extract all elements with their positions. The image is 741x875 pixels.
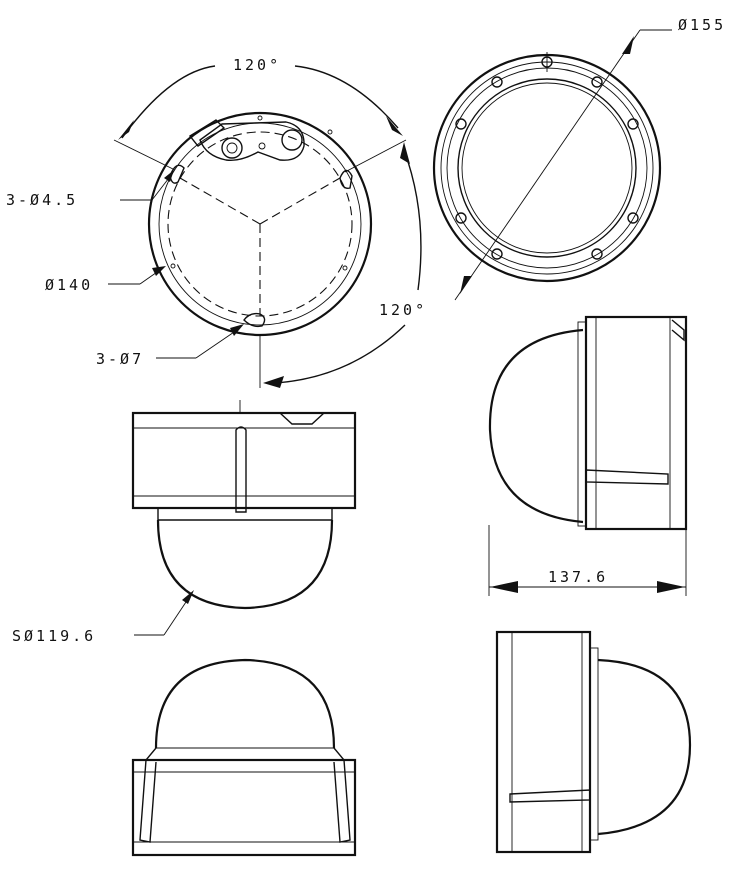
keyhole-slot-bottom [243, 312, 266, 328]
rear-elevation-view [131, 658, 357, 857]
side-housing [584, 315, 688, 531]
rear-dome [154, 658, 336, 749]
outer-dia-arrow-bottom [460, 276, 472, 294]
bracket-arm [235, 426, 247, 513]
angle-right-label: 120° [379, 301, 427, 319]
small-hole-2 [342, 265, 348, 271]
angle-arc-right-upper [403, 149, 422, 291]
depth-label: 137.6 [548, 568, 608, 586]
housing-body [131, 411, 357, 510]
side2-collar [589, 647, 599, 841]
dome-bottom-view: Ø155 [432, 16, 726, 301]
dome-screws [455, 56, 639, 260]
side-notch [671, 319, 685, 342]
dome-lens-window [457, 78, 637, 258]
screw [627, 212, 639, 224]
angle-arrow-top-right [386, 116, 403, 136]
side-elevation-mirrored-view [495, 630, 692, 854]
dome-outer-rim [432, 53, 662, 283]
mount-holes-large-label: 3-Ø7 [96, 350, 144, 368]
dome-lens-inner [461, 82, 633, 254]
mount-holes-small-label: 3-Ø4.5 [6, 191, 78, 209]
housing-notch [279, 412, 325, 425]
top-marker [257, 115, 263, 121]
screw [591, 76, 603, 88]
angle-arc-right-lower [274, 324, 406, 384]
bracket-hole-left [221, 137, 243, 159]
bracket-hole-left-inner [226, 142, 238, 154]
center-line-right [259, 177, 341, 225]
bracket-clip [188, 119, 226, 147]
rear-housing [131, 758, 357, 857]
screw [455, 118, 467, 130]
arrow-mount-circle [152, 266, 166, 276]
small-hole-1 [170, 263, 176, 269]
angle-arrow-top-left [118, 120, 134, 140]
keyhole-slot-right [339, 169, 353, 189]
bracket-pin [258, 142, 266, 150]
side-bracket-arm [585, 469, 669, 485]
depth-arrow-left [490, 581, 518, 593]
angle-top-label: 120° [233, 56, 281, 74]
angle-arc-top-right [294, 65, 399, 129]
rear-arm-right [333, 747, 351, 843]
outer-dia-label: Ø155 [678, 16, 726, 34]
dome-sphere-label: SØ119.6 [12, 627, 96, 645]
side-collar [577, 321, 587, 527]
arrow-large-holes [230, 324, 244, 336]
screw [627, 118, 639, 130]
keyhole-slot-left [169, 164, 185, 184]
dome-rim-ring-1 [440, 61, 654, 275]
leader-dome [163, 595, 191, 636]
angle-arrow-right-top [400, 142, 410, 164]
mount-circle-label: Ø140 [45, 276, 93, 294]
side-elevation-view: 137.6 [488, 315, 688, 596]
dome-sphere [156, 519, 334, 610]
angle-arc-top-left [121, 65, 216, 139]
screw [591, 248, 603, 260]
arrow-small-holes [164, 170, 174, 182]
angle-ext-left [113, 139, 176, 171]
base-plate-top-view: 120° 120° 3-Ø4.5 Ø140 3-Ø7 [6, 56, 427, 388]
side2-dome [597, 658, 692, 836]
rear-arm-left [139, 747, 157, 843]
outer-dia-arrow-top [622, 36, 634, 54]
bracket-hole-right [281, 129, 303, 151]
screw [455, 212, 467, 224]
screw [491, 76, 503, 88]
side-dome [488, 328, 584, 524]
angle-ext-right [344, 139, 407, 173]
side2-housing [495, 630, 592, 854]
front-elevation-view: SØ119.6 [12, 400, 357, 645]
camera-bracket [199, 121, 305, 162]
angle-arrow-right-bottom [263, 376, 284, 388]
outer-dia-leader [454, 29, 641, 301]
screw [491, 248, 503, 260]
center-line-left [179, 177, 261, 225]
dome-rim-ring-2 [446, 67, 648, 269]
side2-bracket-arm [509, 789, 591, 803]
small-hole-3 [327, 129, 333, 135]
arrow-dome [182, 590, 194, 604]
dome-collar [157, 508, 333, 521]
depth-arrow-right [657, 581, 685, 593]
